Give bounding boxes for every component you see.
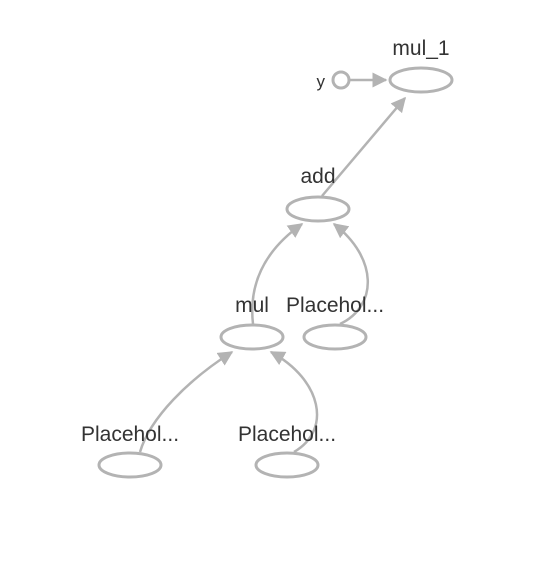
node-ellipse-placeholder-left [97, 451, 163, 479]
node-ellipse-mul [219, 323, 285, 351]
node-label-mul_1: mul_1 [392, 37, 449, 60]
node-label-mul: mul [235, 294, 269, 317]
edges [138, 72, 406, 454]
edge-mul-to-add [251, 222, 304, 325]
node-label-placeholder-right: Placehol... [238, 423, 336, 446]
node-ellipse-mul_1 [388, 66, 454, 94]
constant-circle [331, 70, 351, 90]
node-ellipse-placeholder-right [254, 451, 320, 479]
edge-add-to-mul_1 [321, 96, 406, 197]
node-mul[interactable]: mul [219, 294, 285, 351]
node-add[interactable]: add [285, 165, 351, 223]
node-placeholder-add[interactable]: Placehol... [286, 294, 384, 351]
node-label-add: add [300, 165, 335, 188]
edge-placeholder-left-to-mul [138, 350, 234, 453]
edge-placeholder-right-to-mul [269, 350, 319, 454]
node-mul_1[interactable]: mul_1 [388, 37, 454, 94]
node-label-placeholder-left: Placehol... [81, 423, 179, 446]
node-ellipse-add [285, 195, 351, 223]
node-label-y: y [317, 72, 326, 91]
node-y[interactable]: y [317, 70, 351, 91]
node-label-placeholder-add: Placehol... [286, 294, 384, 317]
edge-placeholder-to-add [332, 223, 369, 326]
node-placeholder-left[interactable]: Placehol... [81, 423, 179, 479]
node-ellipse-placeholder-add [302, 323, 368, 351]
node-placeholder-right[interactable]: Placehol... [238, 423, 336, 479]
